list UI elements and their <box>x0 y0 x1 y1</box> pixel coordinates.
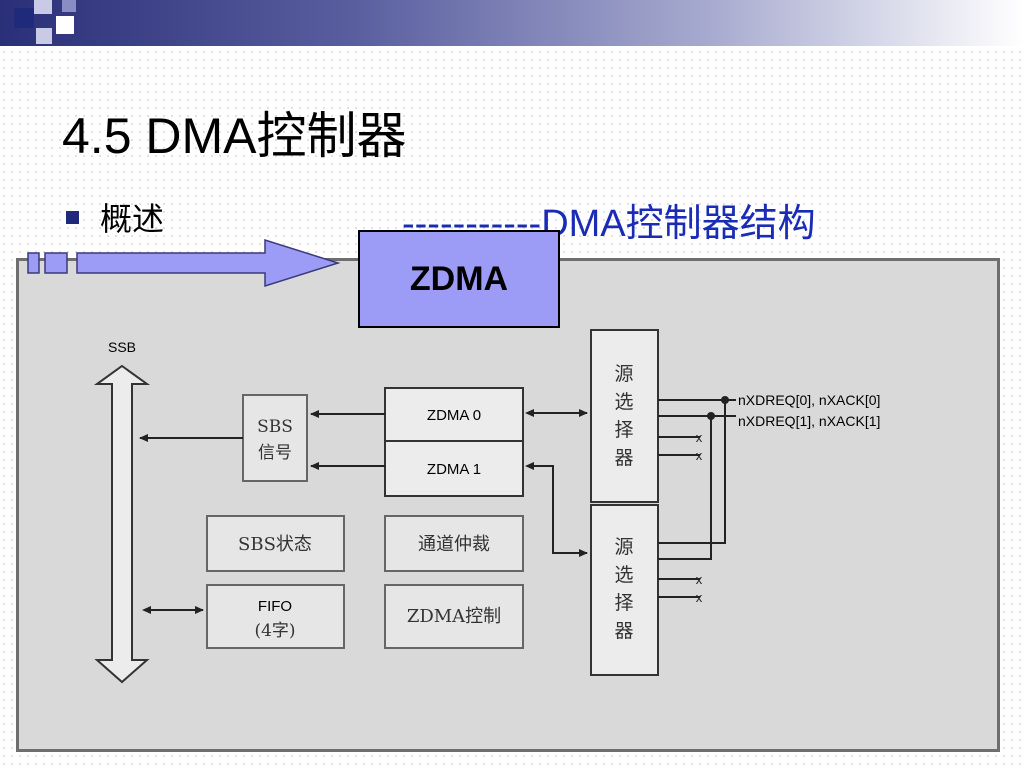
slide-header-bar <box>0 0 1024 46</box>
sbs-signal-label-2: 信号 <box>258 443 292 463</box>
header-decoration <box>14 8 34 28</box>
connectors <box>139 399 736 614</box>
junction-dot <box>721 396 729 404</box>
source-selector-top-char2: 选 <box>614 391 633 413</box>
header-decoration <box>56 16 74 34</box>
ssb-label: SSB <box>108 339 136 355</box>
junction-dot <box>707 412 715 420</box>
bullet-text: 概述 <box>100 200 165 238</box>
fifo-label-1: FIFO <box>258 598 292 615</box>
fifo-box <box>206 584 345 649</box>
sbs-signal-box <box>242 394 308 482</box>
diagram-panel <box>16 258 1000 752</box>
req1-label: nXDREQ[1], nXACK[1] <box>738 413 880 429</box>
zdma0-label: ZDMA 0 <box>427 407 481 424</box>
pointer-arrow <box>27 238 341 288</box>
req0-label: nXDREQ[0], nXACK[0] <box>738 392 880 408</box>
svg-text:x: x <box>696 572 703 587</box>
header-decoration <box>36 28 52 44</box>
source-selector-top-char1: 源 <box>614 363 633 385</box>
svg-text:x: x <box>696 590 703 605</box>
sbs-status-label: SBS状态 <box>238 534 312 555</box>
zdma-badge: ZDMA <box>358 230 560 328</box>
bullet-marker <box>66 211 79 224</box>
header-decoration <box>34 0 52 14</box>
unconnected-marks: x x x x <box>696 430 703 605</box>
zdma1-label: ZDMA 1 <box>427 461 481 478</box>
zdma-control-label: ZDMA控制 <box>407 606 501 627</box>
header-decoration <box>62 0 76 12</box>
source-selector-bottom <box>590 504 659 676</box>
source-selector-top-char4: 器 <box>614 447 633 469</box>
svg-text:x: x <box>696 430 703 445</box>
source-selector-top <box>590 329 659 503</box>
source-selector-bottom-char3: 择 <box>614 592 633 614</box>
ssb-bus-arrow <box>93 364 151 684</box>
zdma-control-box <box>384 584 524 649</box>
sbs-status-box <box>206 515 345 572</box>
source-selector-bottom-char2: 选 <box>614 564 633 586</box>
sbs-signal-label-1: SBS <box>257 417 293 437</box>
channel-arbiter-box <box>384 515 524 572</box>
fifo-label-2: (4字) <box>254 621 295 641</box>
channel-arbiter-label: 通道仲裁 <box>418 534 490 555</box>
zdma1-box <box>384 440 524 497</box>
source-selector-top-char3: 择 <box>614 419 633 441</box>
source-selector-bottom-char1: 源 <box>614 536 633 558</box>
slide-title: 4.5 DMA控制器 <box>62 108 407 164</box>
source-selector-bottom-char4: 器 <box>614 620 633 642</box>
svg-text:x: x <box>696 448 703 463</box>
